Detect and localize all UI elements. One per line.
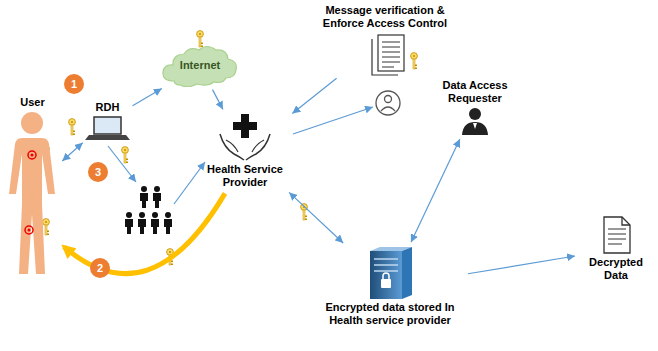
node-label: Data Access Requester <box>420 78 530 106</box>
flow-arrow <box>212 90 222 110</box>
requester-icon <box>420 106 530 136</box>
flow-line <box>293 107 373 134</box>
node-label: Decrypted Data <box>578 255 654 283</box>
key-icons <box>43 31 418 265</box>
node-label: RDH <box>96 100 120 115</box>
requester-icon: Data Access Requester <box>420 78 530 136</box>
flow-arrow <box>292 78 336 113</box>
people-group <box>125 186 172 234</box>
rdh-laptop <box>85 115 130 141</box>
node-label: Internet <box>180 58 220 73</box>
document-icon: Message verification & Enforce Access Co… <box>320 3 450 76</box>
document-icon <box>578 215 654 255</box>
rdh-laptop: RDH <box>85 100 130 141</box>
return-arc <box>64 193 225 273</box>
flow-arrow <box>411 139 460 242</box>
flow-arrow <box>62 143 83 161</box>
flow-line <box>174 162 205 204</box>
node-label: Health Service Provider <box>200 162 290 190</box>
flow-arrow <box>289 192 343 243</box>
flow-line <box>108 146 136 182</box>
provider-icon: Health Service Provider <box>200 112 290 190</box>
user-figure: User <box>5 95 60 280</box>
flow-arrow <box>468 256 575 274</box>
document-icon: Decrypted Data <box>578 215 654 283</box>
flow-arrow <box>133 89 162 106</box>
callout-number: 3 <box>88 162 108 182</box>
callout-number: 2 <box>90 258 110 278</box>
user-figure <box>5 110 60 280</box>
node-label: User <box>20 95 44 110</box>
internet-cloud: Internet <box>160 45 240 87</box>
provider-icon <box>200 112 290 162</box>
node-label: Encrypted data stored In Health service … <box>315 300 465 328</box>
node-label: Message verification & Enforce Access Co… <box>320 3 450 31</box>
callout-number: 1 <box>64 74 84 94</box>
server-icon: Encrypted data stored In Health service … <box>315 245 465 328</box>
document-icon <box>320 31 450 76</box>
person-circle-icon <box>376 91 400 115</box>
server-icon <box>315 245 465 300</box>
